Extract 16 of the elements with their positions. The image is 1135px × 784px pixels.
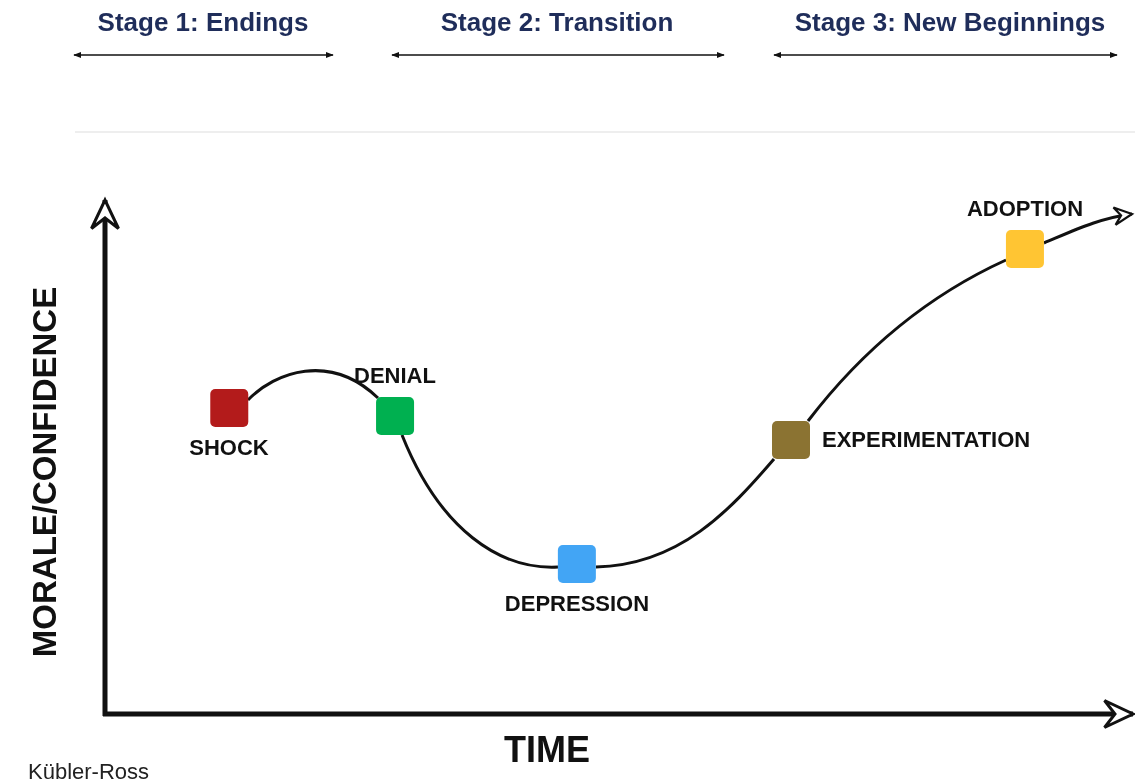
curve-line	[595, 458, 776, 569]
x-axis-title: TIME	[504, 729, 590, 771]
stage-heading: Stage 2: Transition	[440, 6, 674, 38]
stage-heading: Stage 1: Endings	[97, 6, 309, 38]
curve-line	[1043, 206, 1134, 245]
curve-line	[806, 258, 1007, 422]
stage-label: EXPERIMENTATION	[822, 427, 1031, 453]
curve-line	[400, 434, 558, 569]
y-axis-title: MORALE/CONFIDENCE	[26, 286, 64, 658]
stage-label: ADOPTION	[966, 196, 1084, 222]
stage-label: DEPRESSION	[504, 591, 650, 617]
source-note: Kübler-Ross	[28, 759, 150, 784]
stage-label: SHOCK	[189, 435, 269, 461]
stage-heading: Stage 3: New Beginnings	[794, 6, 1106, 38]
stage-label: DENIAL	[354, 363, 436, 389]
curve-line	[246, 369, 379, 402]
